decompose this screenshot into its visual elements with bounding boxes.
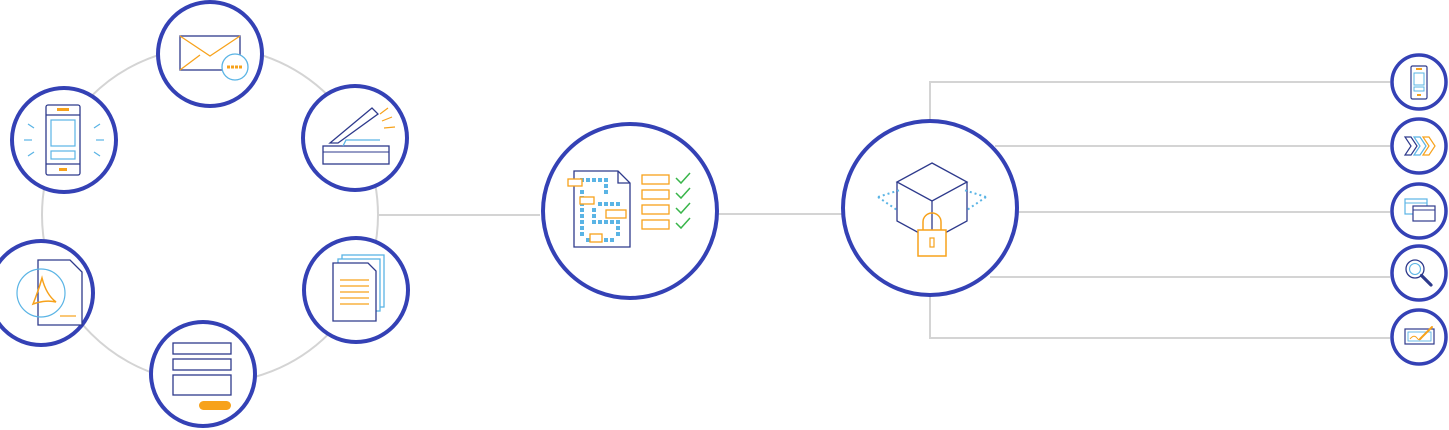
workflow-icon [1390, 117, 1448, 175]
data-capture-icon [541, 122, 719, 300]
output-connector-5 [929, 296, 1390, 339]
scanner-icon [301, 84, 409, 192]
email-icon [156, 0, 264, 108]
form-icon [149, 320, 257, 428]
secure-cube-icon [841, 119, 1019, 297]
signature-icon [1390, 308, 1448, 366]
pdf-icon [0, 239, 95, 347]
windows-icon [1390, 182, 1448, 240]
search-icon [1390, 244, 1448, 302]
output-mobile-icon [1390, 53, 1448, 111]
mobile-icon [10, 86, 118, 194]
documents-icon [302, 236, 410, 344]
output-connector-1 [929, 81, 1390, 120]
